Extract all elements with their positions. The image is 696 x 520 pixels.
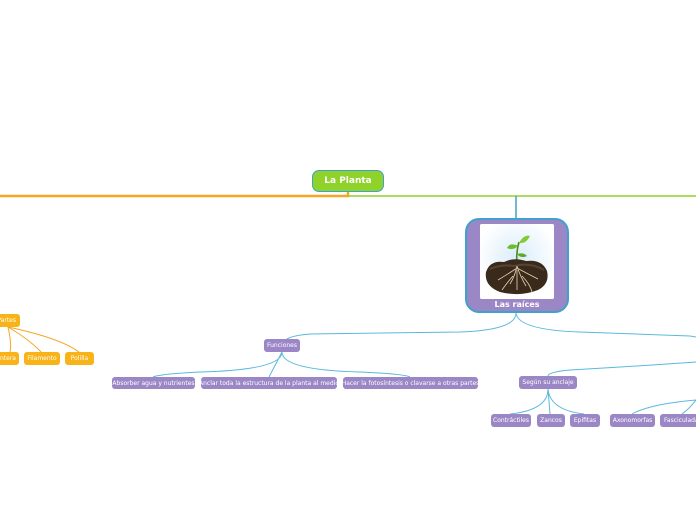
line-partes-c3 (7, 326, 80, 353)
node-anclar-estructura[interactable]: Anclar toda la estructura de la planta a… (199, 377, 339, 389)
root-node[interactable]: La Planta (312, 170, 384, 192)
node-epifitas[interactable]: Epífitas (570, 414, 600, 427)
line-right-segun (547, 361, 696, 377)
node-zancos[interactable]: Zancos (537, 414, 565, 427)
node-segun-anclaje[interactable]: Según su anclaje (519, 376, 577, 389)
node-funciones[interactable]: Funciones (264, 339, 300, 352)
line-root-left (0, 192, 350, 198)
node-filamento[interactable]: Filamento (24, 352, 60, 365)
node-absorber-agua[interactable]: Absorber agua y nutrientes (112, 377, 195, 389)
line-topic-right (515, 312, 696, 338)
node-axonomorfas[interactable]: Axonomorfas (610, 414, 655, 427)
line-topic-funciones (281, 312, 517, 346)
topic-node-raices[interactable]: Las raíces (465, 218, 569, 313)
plant-roots-image (480, 224, 554, 299)
line-segun-c3 (547, 388, 585, 415)
node-fotosintesis[interactable]: Hacer la fotosíntesis o clavarse a otras… (342, 377, 479, 389)
line-segun-c1 (509, 388, 549, 415)
line-forma-c1 (631, 399, 696, 415)
line-funciones-c2 (268, 351, 283, 378)
line-funciones-c1 (152, 351, 283, 378)
line-forma-c2 (681, 399, 696, 415)
node-fasciculadas[interactable]: Fasciculadas (660, 414, 696, 427)
topic-label: Las raíces (494, 300, 540, 309)
line-partes-c2 (7, 326, 42, 353)
node-partes[interactable]: Partes (0, 314, 20, 327)
line-funciones-c3 (281, 351, 411, 378)
node-contractiles[interactable]: Contráctiles (491, 414, 531, 427)
line-partes-c1 (7, 326, 12, 353)
node-polilla[interactable]: Polilla (65, 352, 94, 365)
node-antera[interactable]: Antera (0, 352, 19, 365)
